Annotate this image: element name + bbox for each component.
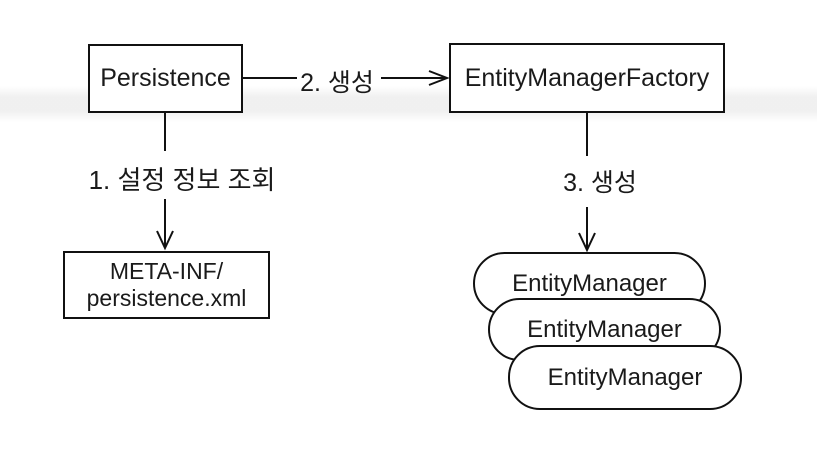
entity-manager-node-1-label: EntityManager <box>512 269 667 297</box>
persistence-xml-node: META-INF/ persistence.xml <box>63 251 270 319</box>
entity-manager-node-3: EntityManager <box>508 345 742 410</box>
create-factory-edge-label: 2. 생성 <box>300 69 374 97</box>
entity-manager-factory-node-label: EntityManagerFactory <box>464 63 710 92</box>
entity-manager-factory-node: EntityManagerFactory <box>449 43 725 113</box>
persistence-xml-line1: META-INF/ <box>109 257 224 284</box>
persistence-node: Persistence <box>88 44 243 113</box>
entity-manager-node-2-label: EntityManager <box>527 315 682 343</box>
persistence-node-label: Persistence <box>100 64 231 92</box>
persistence-xml-line2: persistence.xml <box>86 285 247 311</box>
create-manager-edge-label: 3. 생성 <box>563 169 637 197</box>
config-lookup-edge-label: 1. 설정 정보 조회 <box>88 165 276 195</box>
entity-manager-node-3-label: EntityManager <box>547 363 703 391</box>
